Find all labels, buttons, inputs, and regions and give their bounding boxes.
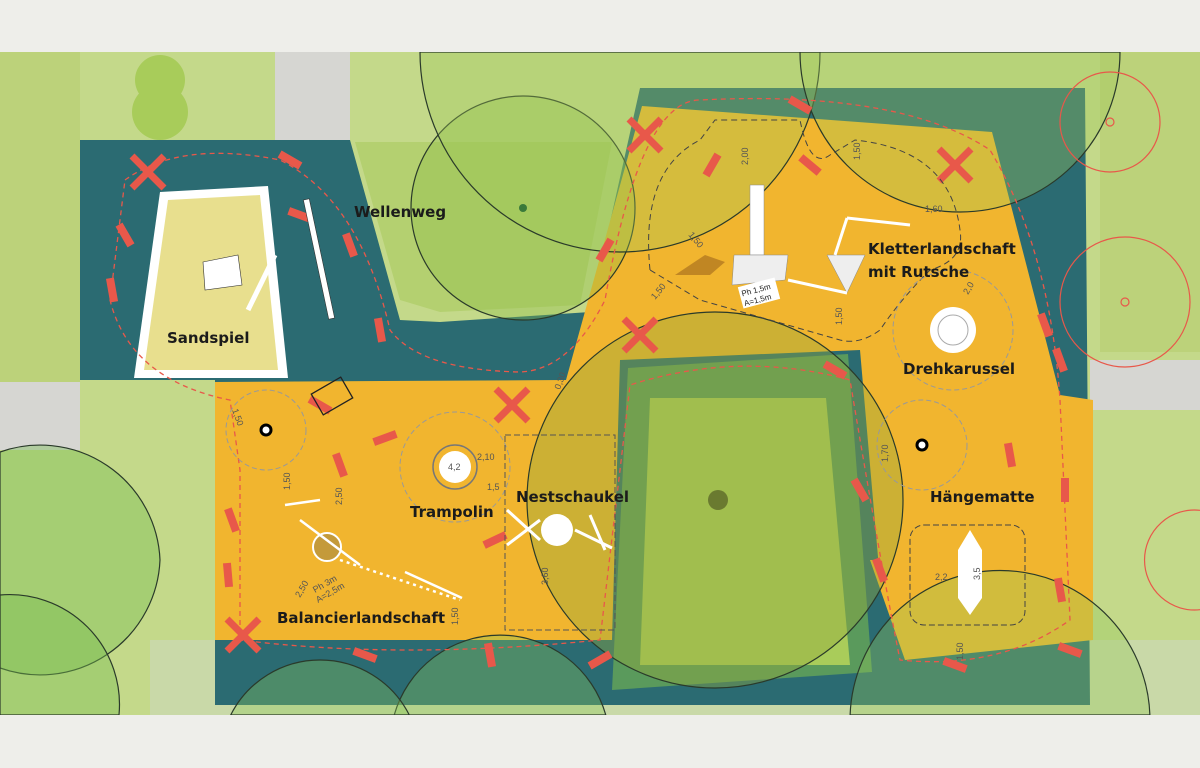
tree-canopy: [135, 55, 185, 105]
trampolin-equipment: 4,2 2,10 1,5: [399, 411, 511, 523]
tree-canopy: [849, 569, 1151, 716]
top-margin: [0, 0, 1200, 52]
svg-text:1,50: 1,50: [852, 142, 862, 160]
red-marker: [1057, 642, 1083, 658]
red-marker: [342, 232, 358, 258]
label-nestschaukel: Nestschaukel: [516, 488, 629, 506]
label-drehkarussel: Drehkarussel: [903, 360, 1015, 378]
red-marker: [483, 642, 497, 668]
red-marker: [595, 237, 615, 263]
tree-canopy: [419, 51, 821, 253]
balancier-equipment: 1,50 1,50 2,50 2,50 Ph 3m A=2,5m 1,50: [225, 376, 463, 625]
red-cross-mark: [936, 146, 974, 184]
red-marker: [372, 430, 398, 446]
svg-text:1,70: 1,70: [880, 444, 890, 462]
bottom-margin: [0, 715, 1200, 768]
red-marker: [798, 154, 822, 176]
red-marker: [373, 317, 387, 343]
red-marker: [115, 222, 135, 248]
tree-canopy: [0, 444, 161, 676]
red-marker: [702, 152, 722, 178]
red-cross-mark: [129, 153, 167, 191]
red-marker: [1003, 442, 1017, 468]
red-dashed-path: [109, 97, 1071, 663]
red-tree-circles: [1059, 71, 1200, 611]
red-marker: [1037, 312, 1053, 338]
svg-text:2,10: 2,10: [477, 452, 495, 462]
svg-text:2,2: 2,2: [935, 572, 948, 582]
wellenweg-lawn: [355, 142, 612, 312]
tree-canopy: [393, 634, 607, 716]
svg-text:4,2: 4,2: [448, 462, 461, 472]
tree-trunk: [708, 490, 728, 510]
red-marker: [105, 277, 119, 303]
red-marker: [587, 650, 613, 670]
svg-text:1,5: 1,5: [487, 482, 500, 492]
svg-text:1,50: 1,50: [450, 607, 460, 625]
label-sandspiel: Sandspiel: [167, 329, 249, 347]
red-marker: [307, 395, 333, 415]
red-marker: [850, 477, 870, 503]
red-marker: [1061, 478, 1069, 502]
red-marker: [332, 452, 348, 478]
red-marker: [1053, 577, 1067, 603]
red-marker: [352, 647, 378, 663]
tree-canopy: [229, 659, 411, 716]
red-marker: [1052, 347, 1068, 373]
haengematte-equipment: 1,70 2,2 3,5 1,50: [876, 399, 1026, 660]
nestschaukel-equipment: 3,60 0,30: [504, 371, 616, 631]
svg-text:1,60: 1,60: [925, 204, 943, 214]
drehkarussel-equipment: 2,0: [892, 269, 1014, 391]
red-marker: [277, 150, 303, 170]
label-balancierlandschaft: Balancierlandschaft: [277, 609, 445, 627]
svg-text:3,5: 3,5: [972, 567, 982, 580]
tree-canopy: [0, 593, 121, 716]
label-wellenweg: Wellenweg: [354, 203, 446, 221]
red-marker: [224, 507, 240, 533]
red-marker: [942, 657, 968, 673]
red-marker: [822, 360, 848, 380]
label-haengematte: Hängematte: [930, 488, 1035, 506]
svg-text:1,50: 1,50: [955, 642, 965, 660]
tree-canopy: [799, 51, 1121, 213]
label-mit-rutsche: mit Rutsche: [868, 263, 969, 281]
red-marker: [222, 562, 234, 588]
red-marker: [872, 557, 888, 583]
svg-text:1,50: 1,50: [834, 307, 844, 325]
svg-text:2,50: 2,50: [334, 487, 344, 505]
svg-text:3,60: 3,60: [540, 567, 550, 585]
orange-play-area: [215, 106, 1093, 660]
red-cross-mark: [224, 616, 262, 654]
svg-text:1,50: 1,50: [282, 472, 292, 490]
tree-trunk: [519, 204, 527, 212]
red-marks: [105, 95, 1083, 673]
red-cross-mark: [626, 116, 664, 154]
red-marker: [482, 531, 508, 549]
label-trampolin: Trampolin: [410, 503, 494, 521]
red-cross-mark: [621, 316, 659, 354]
red-marker: [787, 95, 813, 115]
area-labels: Wellenweg Sandspiel Kletterlandschaft mi…: [167, 203, 1035, 627]
svg-text:2,00: 2,00: [740, 147, 750, 165]
red-cross-mark: [493, 386, 531, 424]
label-kletterlandschaft: Kletterlandschaft: [868, 240, 1016, 258]
red-marker: [287, 207, 313, 223]
central-lawn: [612, 354, 872, 690]
sand-equipment: [202, 198, 335, 320]
